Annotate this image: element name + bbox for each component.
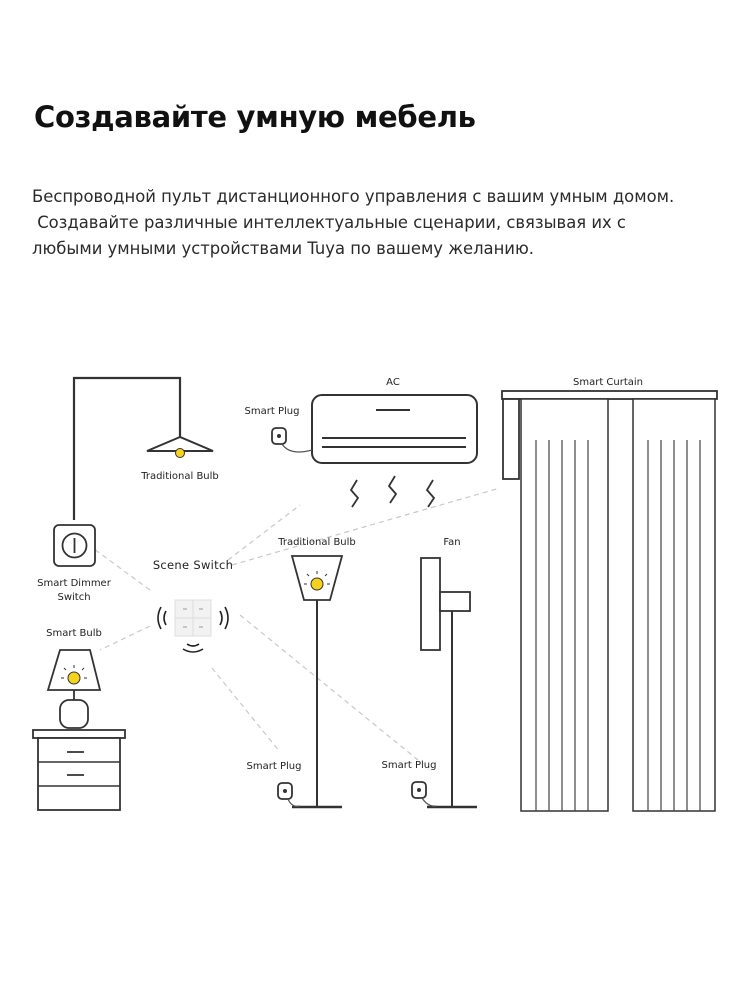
label-smart-plug-ac: Smart Plug (245, 406, 300, 417)
link-to-fan-plug (239, 614, 419, 761)
ceiling-lamp (72, 376, 214, 520)
label-smart-dimmer-line2: Switch (57, 592, 90, 603)
smart-dimmer-switch (53, 524, 96, 567)
label-smart-curtain: Smart Curtain (573, 377, 643, 388)
link-to-ac-plug (227, 504, 301, 561)
description-line-3: любыми умными устройствами Tuya по вашем… (32, 239, 534, 258)
link-to-curtain (231, 487, 501, 566)
nightstand (32, 729, 126, 811)
connection-lines (74, 487, 501, 761)
link-to-floorlamp-plug (211, 667, 281, 753)
table-lamp (46, 649, 102, 729)
wifi-signal-icon (157, 606, 229, 653)
floor-lamp (290, 555, 344, 809)
label-fan: Fan (443, 537, 460, 548)
label-smart-bulb: Smart Bulb (46, 628, 102, 639)
link-to-smart-bulb (99, 625, 151, 651)
label-scene-switch: Scene Switch (153, 558, 233, 572)
power-plug-icon (277, 782, 301, 807)
link-to-dimmer (74, 534, 151, 591)
power-plug-icon (271, 427, 313, 453)
label-smart-plug-fan: Smart Plug (382, 760, 437, 771)
label-traditional-bulb-ceiling: Traditional Bulb (140, 471, 219, 482)
ac-wind-icon (349, 475, 436, 508)
power-plug-icon (411, 781, 437, 807)
scene-switch[interactable] (174, 599, 212, 637)
description: Беспроводной пульт дистанционного управл… (32, 184, 732, 262)
air-conditioner (311, 394, 478, 464)
label-ac: AC (386, 377, 400, 388)
smart-home-diagram: Traditional Bulb Smart Dimmer Switch Sma… (32, 376, 718, 812)
label-traditional-bulb-floor: Traditional Bulb (277, 537, 356, 548)
smart-curtain (501, 390, 718, 812)
light-bulb-icon (310, 577, 324, 591)
label-smart-dimmer-line1: Smart Dimmer (37, 578, 112, 589)
description-line-1: Беспроводной пульт дистанционного управл… (32, 187, 675, 206)
description-line-2: Создавайте различные интеллектуальные сц… (32, 213, 626, 232)
label-smart-plug-floor-lamp: Smart Plug (247, 761, 302, 772)
standing-fan (420, 557, 477, 809)
light-bulb-icon (67, 671, 81, 685)
page-title: Создавайте умную мебель (34, 100, 476, 134)
light-bulb-icon (175, 448, 185, 458)
